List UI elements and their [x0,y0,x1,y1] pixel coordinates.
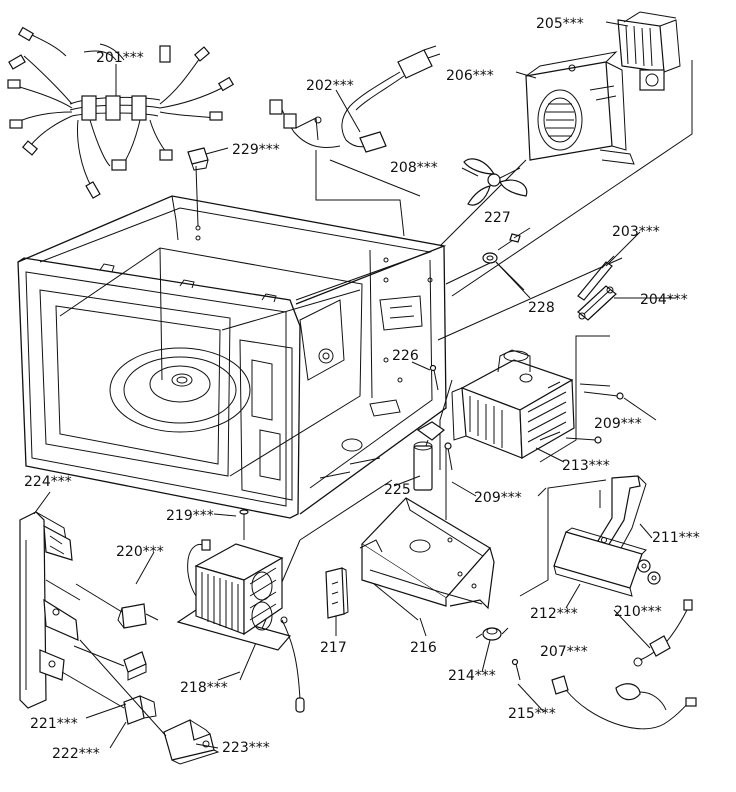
fan-motor-drawing [617,11,681,91]
label-212: 212*** [530,606,578,622]
fuse-holder-drawing [577,285,617,321]
label-206: 206*** [446,68,494,84]
switch-lever-drawing [75,583,159,629]
screw-209-right-drawing [565,383,624,444]
label-222: 222*** [52,746,100,762]
label-224: 224*** [24,474,72,490]
label-209-lower: 209*** [474,490,522,506]
label-213: 213*** [562,458,610,474]
label-210: 210*** [614,604,662,620]
transformer-drawing [176,539,305,713]
label-223: 223*** [222,740,270,756]
latch-lever-drawing [79,639,220,765]
lead-wire-210-drawing [633,599,693,667]
label-209-right: 209*** [594,416,642,432]
label-219: 219*** [166,508,214,524]
label-227: 227 [484,210,511,226]
part-labels: 201*** 202*** 203*** 204*** 205*** 206**… [24,16,700,762]
fuse-drawing [577,255,615,301]
capacitor-bracket-drawing [595,475,647,551]
label-214: 214*** [448,668,496,684]
lead-wire-207-drawing [551,675,697,730]
thermal-cutout-drawing [475,627,509,641]
base-plate-drawing [359,497,495,621]
screw-209-lower-drawing [444,442,453,471]
label-220: 220*** [116,544,164,560]
magnetron-drawing [451,349,575,460]
foot-drawing [325,567,349,619]
fan-duct-drawing [525,51,635,165]
bushing-drawing [187,147,209,171]
interlock-switch-221-drawing [73,645,147,681]
wire-harness-drawing [7,26,235,199]
label-202: 202*** [306,78,354,94]
screw-215-drawing [511,658,521,681]
label-205: 205*** [536,16,584,32]
label-217: 217 [320,640,347,656]
label-215: 215*** [508,706,556,722]
label-228: 228 [528,300,555,316]
label-204: 204*** [640,292,688,308]
label-218: 218*** [180,680,228,696]
label-208: 208*** [390,160,438,176]
label-203: 203*** [612,224,660,240]
label-207: 207*** [540,644,588,660]
turntable-motor-drawing [413,421,446,491]
label-225: 225 [384,482,411,498]
screw-226-drawing [429,364,439,391]
label-201: 201*** [96,50,144,66]
label-226: 226 [392,348,419,364]
high-voltage-capacitor-drawing [553,527,661,597]
latch-board-drawing [19,511,81,709]
label-221: 221*** [30,716,78,732]
interlock-switch-222-drawing [61,671,157,725]
label-229: 229*** [232,142,280,158]
power-cord-drawing [269,45,441,153]
label-211: 211*** [652,530,700,546]
oven-cabinet [17,195,447,519]
fan-blade-drawing [463,158,528,206]
leader-lines [33,21,676,749]
label-216: 216 [410,640,437,656]
screw-219-drawing [239,509,249,536]
